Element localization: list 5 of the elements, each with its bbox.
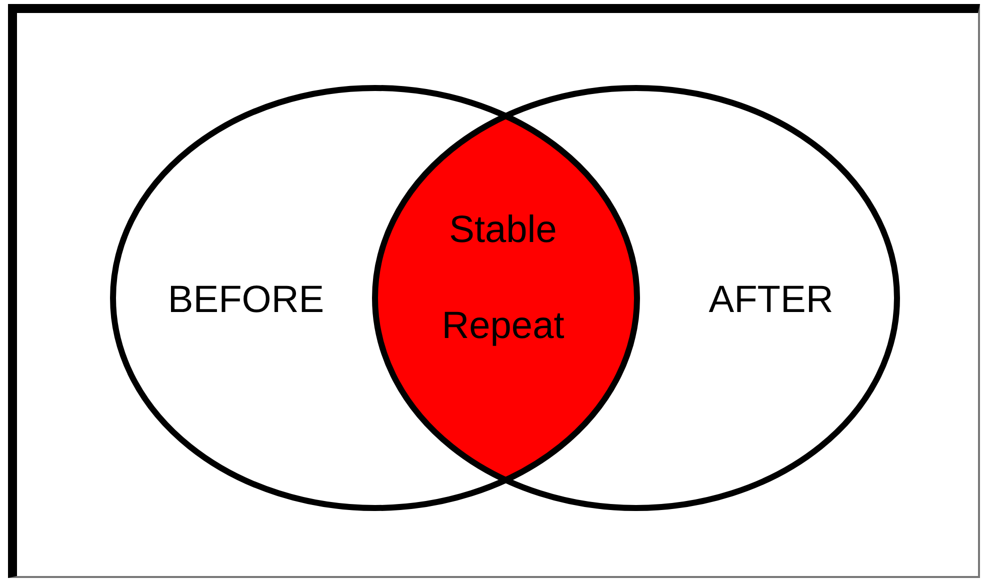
venn-circle xyxy=(110,85,640,511)
region-label: Stable Repeat xyxy=(440,208,566,349)
venn-circle xyxy=(372,85,900,511)
region-label: AFTER xyxy=(708,278,834,322)
region-label: BEFORE xyxy=(166,278,326,322)
